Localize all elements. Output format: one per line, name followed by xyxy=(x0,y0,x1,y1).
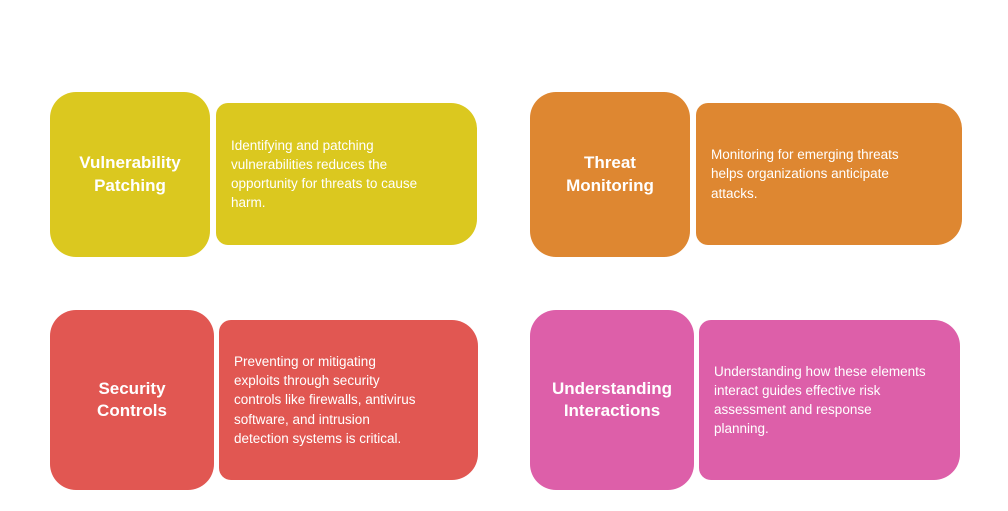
card-description: Preventing or mitigating exploits throug… xyxy=(234,354,416,446)
card-title-box: Vulnerability Patching xyxy=(50,92,210,257)
card-description-box: Preventing or mitigating exploits throug… xyxy=(219,320,478,480)
card-title-box: Understanding Interactions xyxy=(530,310,694,490)
card-description: Identifying and patching vulnerabilities… xyxy=(231,137,418,211)
card-title: Threat Monitoring xyxy=(566,153,654,195)
card-title-box: Security Controls xyxy=(50,310,214,490)
card-description: Understanding how these elements interac… xyxy=(714,363,926,437)
card-title: Understanding Interactions xyxy=(552,378,672,420)
card-description-box: Understanding how these elements interac… xyxy=(699,320,960,480)
card-title: Vulnerability Patching xyxy=(79,153,181,195)
card-description-box: Identifying and patching vulnerabilities… xyxy=(216,103,477,245)
card-description-box: Monitoring for emerging threats helps or… xyxy=(696,103,962,245)
card-title: Security Controls xyxy=(97,378,167,420)
card-title-box: Threat Monitoring xyxy=(530,92,690,257)
card-description: Monitoring for emerging threats helps or… xyxy=(711,147,899,201)
